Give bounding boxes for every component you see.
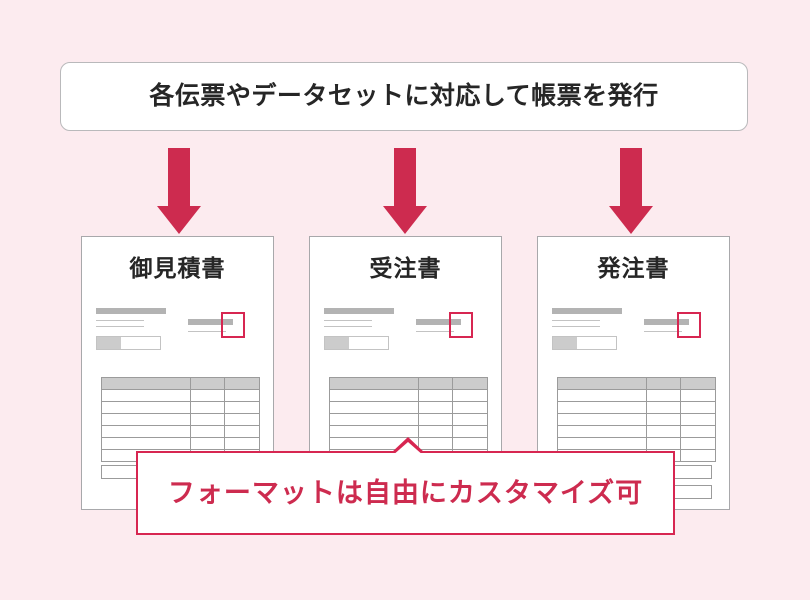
meta-label-box [552,336,617,350]
document-title: 御見積書 [129,255,226,281]
table-row [329,389,488,402]
table-header-row [329,377,488,390]
table-row [101,437,260,450]
meta-line [324,326,372,327]
meta-bar [416,319,461,325]
callout-box: フォーマットは自由にカスタマイズ可 [136,437,675,535]
meta-label-box-fill [325,337,349,349]
meta-label-box [96,336,161,350]
header-title: 各伝票やデータセットに対応して帳票を発行 [149,82,659,110]
document-table [329,377,488,462]
highlight-box [449,312,473,338]
meta-line [552,326,600,327]
meta-line [552,320,600,321]
table-row [329,413,488,426]
header-banner: 各伝票やデータセットに対応して帳票を発行 [60,62,748,131]
callout-text: フォーマットは自由にカスタマイズ可 [167,477,644,508]
arrow-head [157,206,201,234]
arrow-head [609,206,653,234]
table-row [557,413,716,426]
table-row [329,425,488,438]
document-title: 受注書 [369,255,442,281]
meta-bar [324,308,394,314]
meta-line [96,320,144,321]
meta-bar [644,319,689,325]
table-row [557,437,716,450]
meta-bar [96,308,166,314]
meta-line [188,331,226,332]
meta-line [416,331,454,332]
highlight-box [677,312,701,338]
document-table [557,377,716,462]
meta-label-box-fill [97,337,121,349]
table-row [329,401,488,414]
arrow-down-icon-2 [383,148,427,234]
table-header-row [101,377,260,390]
document-meta-region [82,308,273,360]
document-title: 発注書 [597,255,670,281]
table-row [557,389,716,402]
arrow-head [383,206,427,234]
table-row [101,425,260,438]
table-row [101,413,260,426]
meta-bar [552,308,622,314]
meta-label-box-fill [553,337,577,349]
highlight-box [221,312,245,338]
document-meta-region [538,308,729,360]
meta-line [644,331,682,332]
arrow-down-icon-3 [609,148,653,234]
meta-line [96,326,144,327]
table-row [101,389,260,402]
arrow-down-icon-1 [157,148,201,234]
table-row [557,401,716,414]
arrow-shaft [168,148,190,210]
table-row [101,401,260,414]
callout-pointer-fill [392,442,424,456]
table-header-row [557,377,716,390]
meta-bar [188,319,233,325]
meta-label-box [324,336,389,350]
table-row [557,425,716,438]
document-card: 御見積書 [81,236,274,510]
document-table [101,377,260,462]
arrow-shaft [620,148,642,210]
document-meta-region [310,308,501,360]
arrow-shaft [394,148,416,210]
meta-line [324,320,372,321]
